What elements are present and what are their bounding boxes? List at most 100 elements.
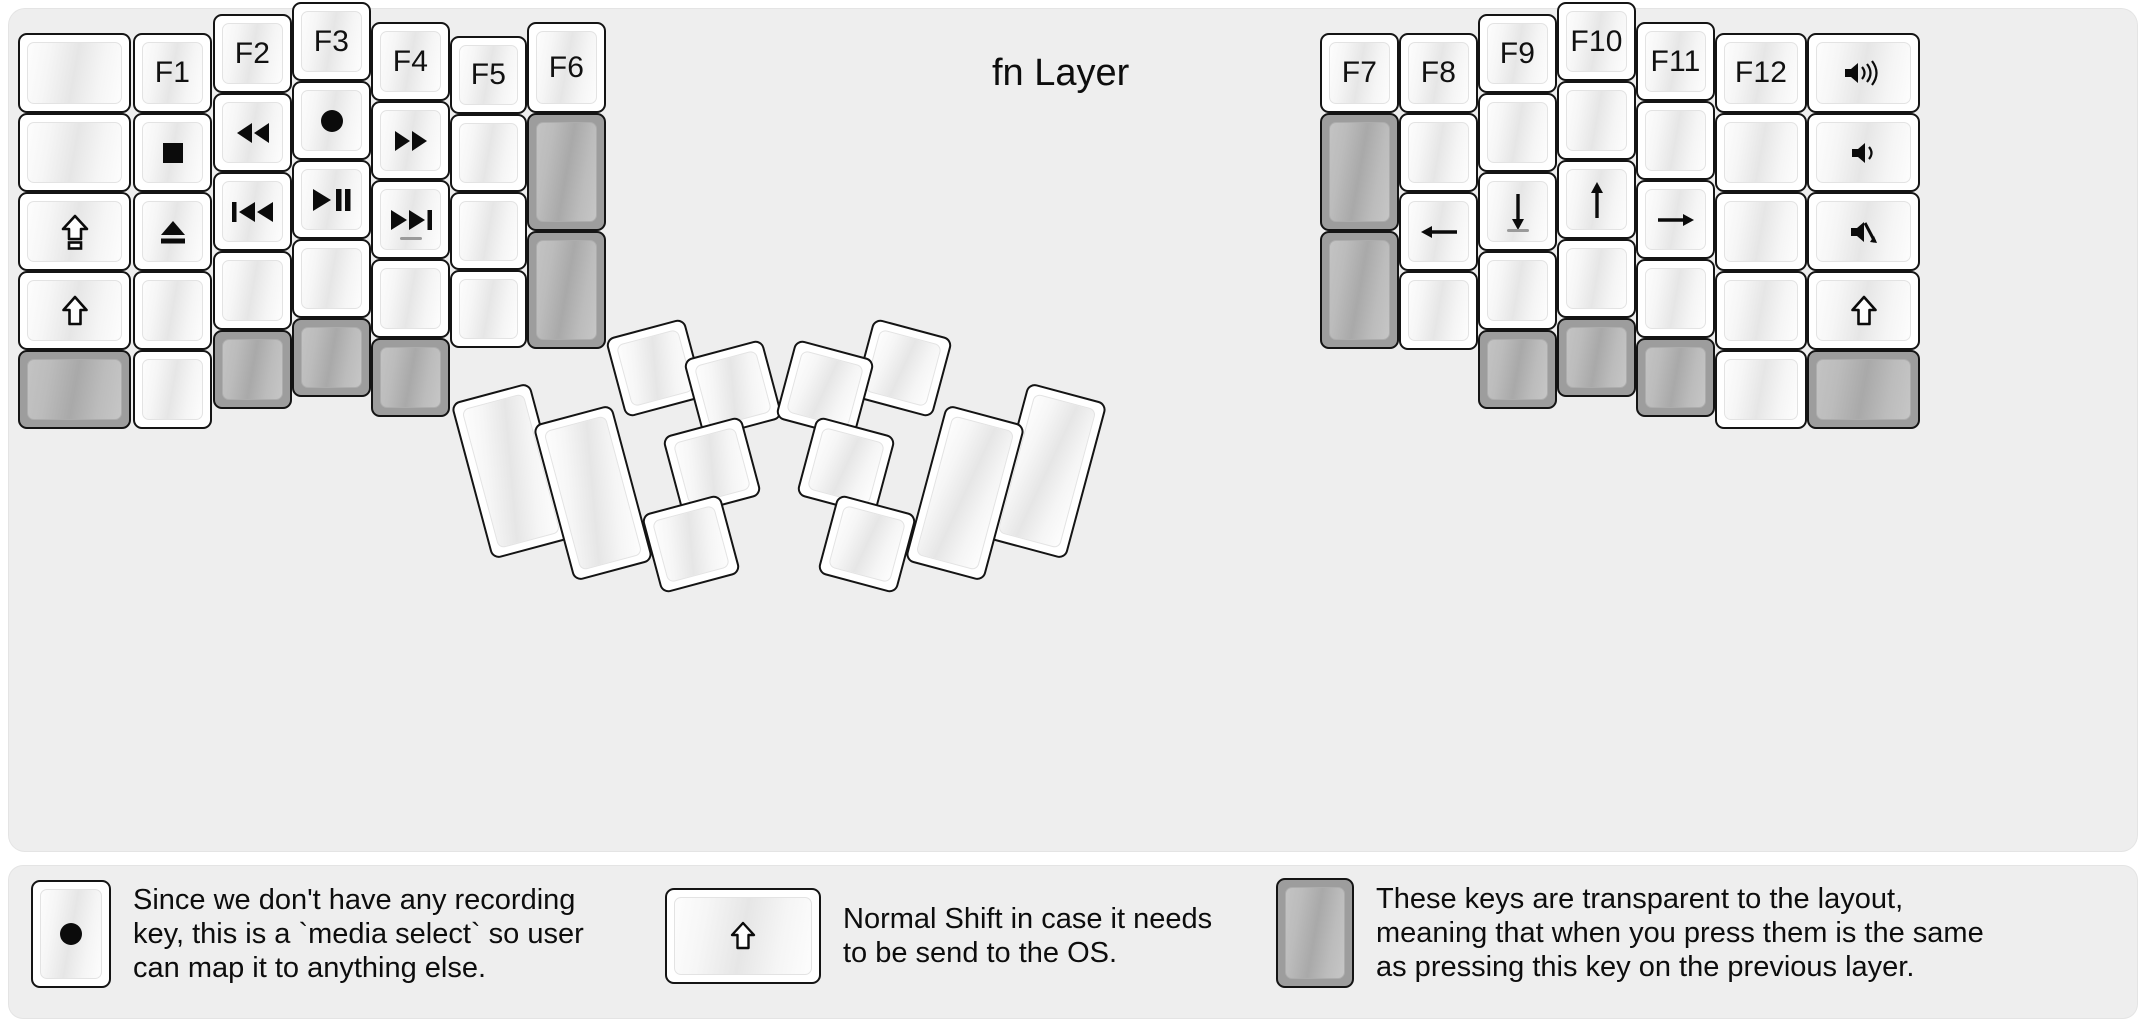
keycap-l-c3-r3[interactable]: [213, 172, 292, 251]
keycap-r-c5-r5[interactable]: [1636, 338, 1715, 417]
arrow-down-icon: [1506, 191, 1530, 233]
keycap-r-c3-r2[interactable]: [1478, 93, 1557, 172]
keycap-l-c4-r1[interactable]: F3: [292, 2, 371, 81]
keycap-l-c4-r2[interactable]: [292, 81, 371, 160]
volume-down-icon: [1849, 139, 1879, 167]
keycap-label: F1: [154, 56, 191, 89]
media-record-icon: [317, 106, 347, 136]
keycap-l-c5-r5[interactable]: [371, 338, 450, 417]
legend-text: These keys are transparent to the layout…: [1376, 882, 1984, 984]
media-stop-icon: [160, 140, 186, 166]
keycap-l-c6-r1[interactable]: F5: [450, 36, 527, 114]
keycap-r-c4-r2[interactable]: [1557, 81, 1636, 160]
legend-text: Normal Shift in case it needs to be send…: [843, 902, 1213, 969]
caps-lock-arrow-icon: [60, 213, 90, 251]
volume-up-icon: [1842, 59, 1886, 87]
keycap-label: F4: [392, 44, 429, 78]
keycap-l-c1-r1[interactable]: [18, 33, 131, 113]
keycap-l-c7-r1[interactable]: F6: [527, 22, 606, 113]
keycap-r-c7-r4[interactable]: [1807, 271, 1920, 350]
keycap-label: F8: [1420, 56, 1457, 89]
keycap-l-c6-r4[interactable]: [450, 270, 527, 348]
keycap-l-c4-r5[interactable]: [292, 318, 371, 397]
legend-item: Since we don't have any recording key, t…: [31, 880, 584, 988]
keycap-l-c5-r2[interactable]: [371, 101, 450, 180]
keycap-label: F5: [470, 58, 507, 91]
keycap-r-c2-r4[interactable]: [1399, 271, 1478, 350]
legend-key-swatch: [665, 888, 821, 984]
media-eject-icon: [158, 218, 188, 246]
record-circle-icon: [56, 919, 86, 949]
keycap-l-c3-r1[interactable]: F2: [213, 14, 292, 93]
keycap-l-c2-r5[interactable]: [133, 350, 212, 429]
arrow-right-icon: [1655, 208, 1697, 232]
keycap-label: F3: [313, 24, 350, 58]
keycap-r-c4-r1[interactable]: F10: [1557, 2, 1636, 81]
legend-key-swatch: [1276, 878, 1354, 988]
keycap-l-c1-r5[interactable]: [18, 350, 131, 429]
shift-arrow-icon: [1850, 294, 1878, 328]
keycap-r-c7-r5[interactable]: [1807, 350, 1920, 429]
keycap-label: F11: [1650, 44, 1701, 78]
keycap-l-c5-r3[interactable]: [371, 180, 450, 259]
keycap-l-c5-r1[interactable]: F4: [371, 22, 450, 101]
keycap-l-c6-r3[interactable]: [450, 192, 527, 270]
keycap-r-c1-r1[interactable]: F7: [1320, 33, 1399, 113]
media-rewind-icon: [233, 121, 273, 145]
keycap-l-c5-r4[interactable]: [371, 259, 450, 338]
keycap-r-c7-r3[interactable]: [1807, 192, 1920, 271]
keycap-r-c4-r5[interactable]: [1557, 318, 1636, 397]
shift-arrow-icon: [61, 294, 89, 328]
page-title: fn Layer: [992, 52, 1130, 94]
keycap-l-c4-r4[interactable]: [292, 239, 371, 318]
keycap-l-c2-r1[interactable]: F1: [133, 33, 212, 113]
keycap-l-c1-r3[interactable]: [18, 192, 131, 271]
keycap-r-c4-r3[interactable]: [1557, 160, 1636, 239]
keycap-l-c1-r2[interactable]: [18, 113, 131, 192]
keycap-r-c7-r1[interactable]: [1807, 33, 1920, 113]
keycap-r-c5-r4[interactable]: [1636, 259, 1715, 338]
keycap-r-c3-r1[interactable]: F9: [1478, 14, 1557, 93]
media-play-pause-icon: [310, 187, 354, 213]
keycap-r-c3-r3[interactable]: [1478, 172, 1557, 251]
keycap-r-c4-r4[interactable]: [1557, 239, 1636, 318]
keycap-r-c6-r1[interactable]: F12: [1715, 33, 1807, 113]
legend-item: Normal Shift in case it needs to be send…: [665, 888, 1212, 984]
keycap-r-c1-r3[interactable]: [1320, 231, 1399, 349]
keycap-r-c5-r3[interactable]: [1636, 180, 1715, 259]
keycap-label: F9: [1499, 36, 1536, 70]
legend-key-swatch: [31, 880, 111, 988]
keycap-l-c2-r4[interactable]: [133, 271, 212, 350]
media-fast-forward-icon: [391, 129, 431, 153]
keycap-l-c1-r4[interactable]: [18, 271, 131, 350]
keycap-r-c5-r2[interactable]: [1636, 101, 1715, 180]
keycap-l-c3-r4[interactable]: [213, 251, 292, 330]
keycap-label: F6: [548, 50, 585, 84]
keycap-r-c1-r2[interactable]: [1320, 113, 1399, 231]
keycap-r-c6-r4[interactable]: [1715, 271, 1807, 350]
keycap-r-c7-r2[interactable]: [1807, 113, 1920, 192]
keycap-r-c6-r5[interactable]: [1715, 350, 1807, 429]
keycap-label: F12: [1734, 56, 1788, 89]
keycap-l-c7-r2[interactable]: [527, 113, 606, 231]
keycap-r-c2-r3[interactable]: [1399, 192, 1478, 271]
keycap-l-c2-r3[interactable]: [133, 192, 212, 271]
keycap-l-c3-r2[interactable]: [213, 93, 292, 172]
keycap-r-c6-r3[interactable]: [1715, 192, 1807, 271]
keycap-l-c2-r2[interactable]: [133, 113, 212, 192]
keycap-r-c3-r5[interactable]: [1478, 330, 1557, 409]
keycap-label: F2: [234, 36, 271, 70]
keycap-r-c3-r4[interactable]: [1478, 251, 1557, 330]
keycap-label: F10: [1570, 24, 1623, 58]
keycap-r-c5-r1[interactable]: F11: [1636, 22, 1715, 101]
keycap-r-c6-r2[interactable]: [1715, 113, 1807, 192]
keycap-l-c7-r3[interactable]: [527, 231, 606, 349]
keycap-l-c3-r5[interactable]: [213, 330, 292, 409]
arrow-up-icon: [1585, 179, 1609, 221]
legend-panel: Since we don't have any recording key, t…: [9, 866, 2137, 1018]
keycap-l-c6-r2[interactable]: [450, 114, 527, 192]
keycap-r-c2-r1[interactable]: F8: [1399, 33, 1478, 113]
keycap-r-c2-r2[interactable]: [1399, 113, 1478, 192]
keycap-l-c4-r3[interactable]: [292, 160, 371, 239]
